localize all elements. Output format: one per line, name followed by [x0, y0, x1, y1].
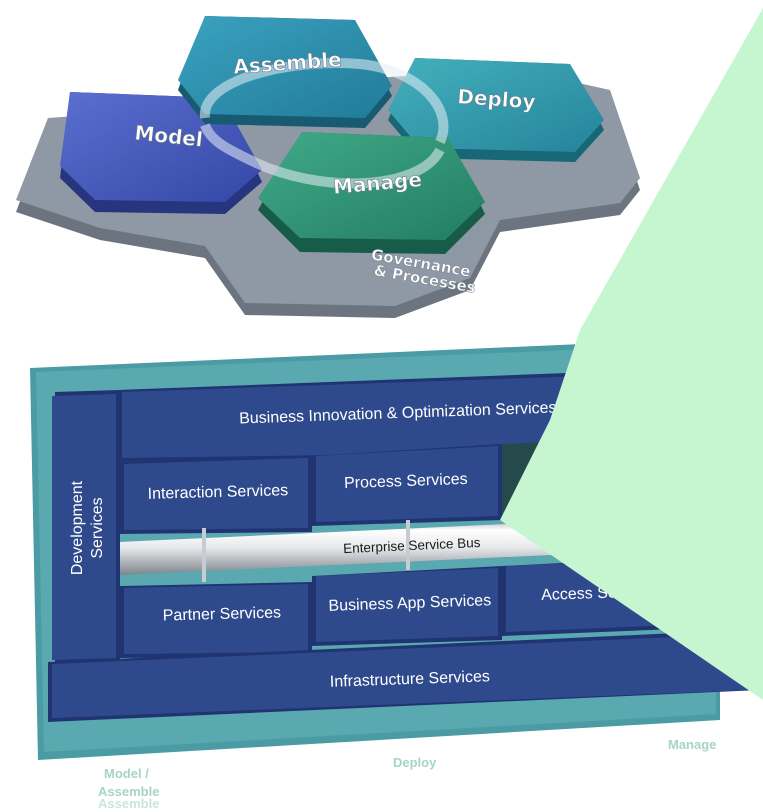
development-services-block: Development Services [52, 390, 120, 662]
interaction-services-label: Interaction Services [147, 482, 288, 503]
interaction-services-block: Interaction Services [120, 456, 312, 534]
process-services-label: Process Services [344, 471, 468, 492]
lifecycle-cycle-arrow [199, 58, 449, 189]
development-services-line1: Development [69, 480, 86, 575]
lifecycle-projection-wedge [500, 8, 763, 700]
footer-model-assemble-1: Model / [104, 766, 149, 781]
partner-services-label: Partner Services [163, 604, 282, 624]
partner-services-block: Partner Services [120, 582, 312, 658]
footer-manage: Manage [668, 737, 716, 752]
footer-model-assemble-2: Assemble [98, 784, 159, 799]
footer-labels: Model / Assemble Assemble Deploy Manage [98, 737, 716, 811]
esb-label: Enterprise Service Bus [343, 535, 481, 556]
infrastructure-services-label: Infrastructure Services [330, 668, 491, 691]
governance-label: Governance & Processes [370, 245, 478, 297]
development-services-line2: Services [89, 497, 106, 558]
footer-model-assemble-ghost: Assemble [98, 796, 159, 811]
footer-deploy: Deploy [393, 755, 437, 770]
lifecycle-cluster: Model Assemble Deploy Manage Governance … [16, 16, 640, 318]
deploy-label: Deploy [457, 84, 537, 113]
business-app-services-label: Business App Services [328, 592, 491, 615]
infrastructure-services-block: Infrastructure Services [48, 632, 760, 722]
process-services-block: Process Services [312, 444, 502, 526]
business-app-services-block: Business App Services [312, 566, 502, 646]
